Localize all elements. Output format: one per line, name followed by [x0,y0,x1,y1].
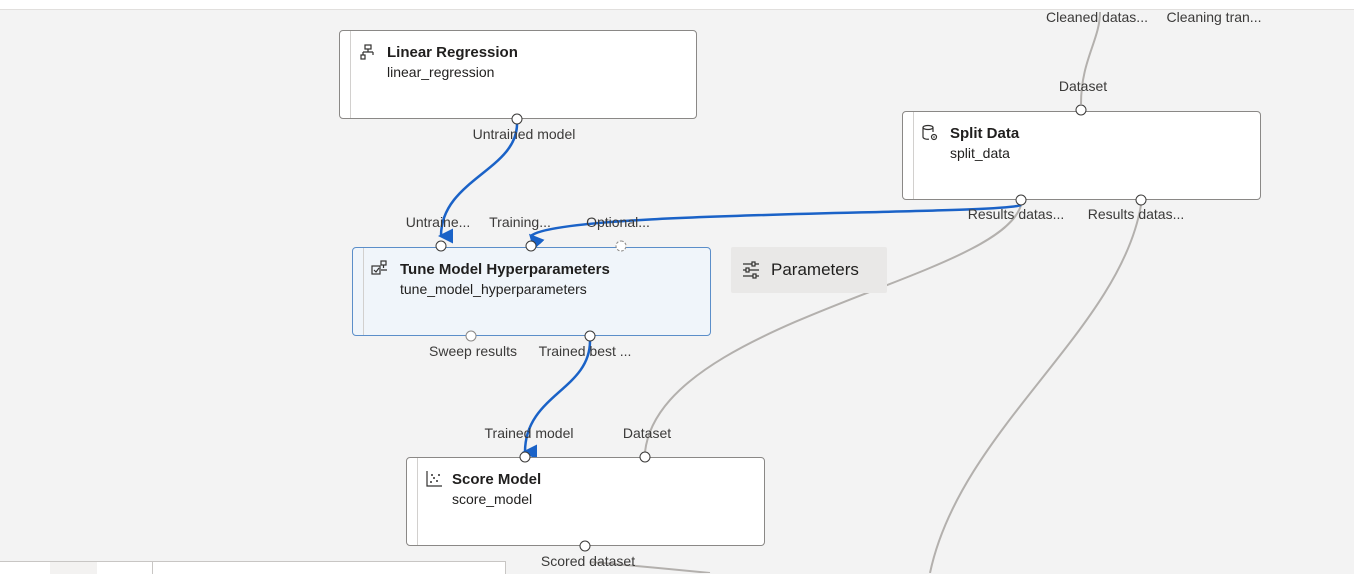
node-title: Tune Model Hyperparameters [400,261,610,278]
node-title: Linear Regression [387,44,518,61]
edge-split-to-score-dataset[interactable] [644,204,1022,453]
output-port-untrained-model[interactable] [511,113,523,125]
parameters-button[interactable]: Parameters [731,247,887,293]
input-port-optional[interactable] [615,240,627,252]
input-port-untrained[interactable] [435,240,447,252]
node-split-data[interactable]: Split Data split_data [902,111,1261,200]
input-label-trained-model: Trained model [484,425,574,441]
output-label-trained-best: Trained best ... [538,343,632,359]
top-bar [0,0,1354,10]
node-tune-model-hyperparameters[interactable]: Tune Model Hyperparameters tune_model_hy… [352,247,711,336]
node-subtitle: split_data [950,145,1010,161]
node-score-model[interactable]: Score Model score_model [406,457,765,546]
output-label-sweep-results: Sweep results [429,343,517,359]
output-port-scored-dataset[interactable] [579,540,591,552]
node-subtitle: tune_model_hyperparameters [400,281,587,297]
node-subtitle: linear_regression [387,64,495,80]
output-port-sweep-results[interactable] [465,330,477,342]
scatter-icon [425,470,443,488]
edge-scored-output[interactable] [589,561,711,573]
bottom-panel-tab[interactable] [50,562,97,574]
input-port-dataset[interactable] [1075,104,1087,116]
edge-tune-to-score[interactable] [522,340,592,460]
input-label-untrained: Untraine... [405,214,471,230]
node-title: Split Data [950,125,1020,142]
output-label-untrained-model: Untrained model [472,126,576,142]
input-label-score-dataset: Dataset [622,425,672,441]
input-port-trained-model[interactable] [519,451,531,463]
input-label-training: Training... [489,214,551,230]
input-label-optional: Optional... [586,214,650,230]
output-label-results-1: Results datas... [967,206,1065,222]
output-port-results-2[interactable] [1135,194,1147,206]
output-label-results-2: Results datas... [1087,206,1185,222]
output-port-results-1[interactable] [1015,194,1027,206]
node-subtitle: score_model [452,491,533,507]
input-port-training[interactable] [525,240,537,252]
edge-cleaned-to-split[interactable] [1080,11,1101,105]
edge-lr-to-tune[interactable] [438,123,519,244]
upstream-label-cleaned: Cleaned datas... [1046,9,1148,25]
tune-icon [371,260,389,278]
output-port-trained-best[interactable] [584,330,596,342]
node-linear-regression[interactable]: Linear Regression linear_regression [339,30,697,119]
parameters-label: Parameters [771,260,859,279]
bottom-panel-divider [152,562,153,574]
upstream-label-cleaning: Cleaning tran... [1166,9,1262,25]
input-port-score-dataset[interactable] [639,451,651,463]
bottom-panel[interactable] [0,561,506,574]
node-title: Score Model [452,471,542,488]
tree-icon [359,43,377,61]
sliders-icon [743,261,759,279]
edge-split-to-tune[interactable] [529,203,1022,250]
database-gear-icon [921,124,939,142]
input-label-dataset: Dataset [1058,78,1108,94]
edge-split-second-output[interactable] [929,204,1142,573]
output-label-scored-dataset: Scored dataset [540,553,636,569]
